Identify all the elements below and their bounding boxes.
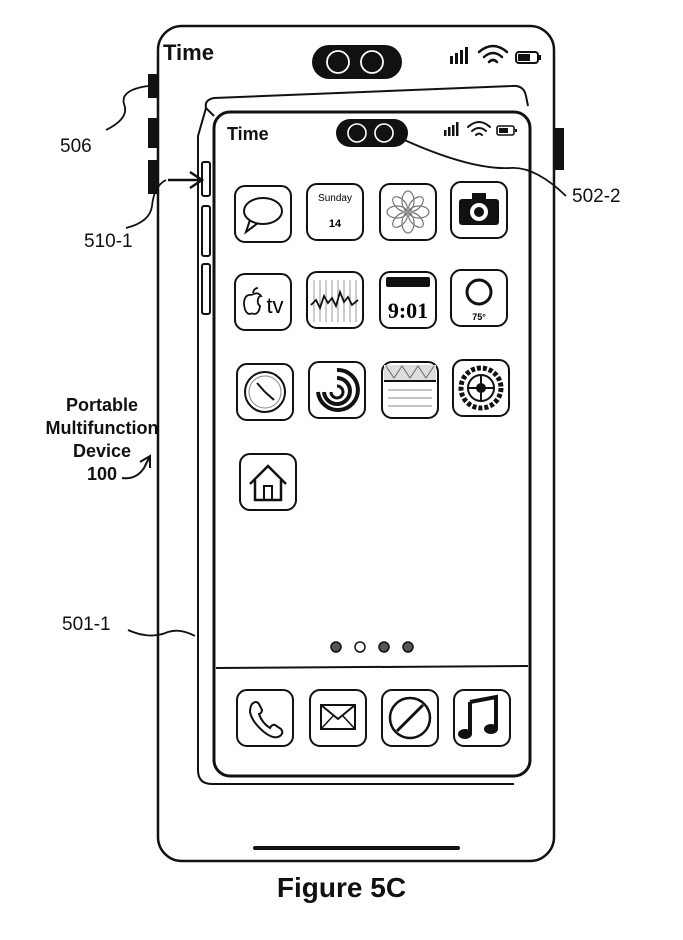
arrow-510-1 bbox=[168, 170, 205, 190]
stocks-icon[interactable] bbox=[306, 271, 364, 329]
outer-power-button bbox=[554, 128, 564, 170]
tv-label: tv bbox=[266, 293, 283, 318]
apple-tv-icon[interactable]: tv bbox=[234, 273, 292, 331]
camera-icon[interactable] bbox=[450, 181, 508, 239]
page-dot bbox=[402, 641, 414, 653]
ref-label-510-1: 510-1 bbox=[84, 231, 133, 252]
page-dot bbox=[330, 641, 342, 653]
music-icon[interactable] bbox=[453, 689, 511, 747]
calendar-date: 14 bbox=[329, 218, 342, 230]
device-label-line: Multifunction bbox=[45, 418, 159, 438]
leader-501-1 bbox=[127, 629, 196, 637]
outer-side-button bbox=[148, 160, 158, 194]
leader-502-2 bbox=[399, 137, 567, 197]
inner-screen bbox=[212, 110, 532, 778]
weather-text: 75° bbox=[472, 312, 486, 322]
ref-label-501-1: 501-1 bbox=[62, 614, 111, 635]
outer-wifi-icon bbox=[477, 44, 509, 64]
settings-icon[interactable] bbox=[452, 359, 510, 417]
calendar-icon[interactable]: Sunday 14 bbox=[306, 183, 364, 241]
dock-separator bbox=[215, 665, 529, 669]
device-label: Portable Multifunction Device 100 bbox=[38, 394, 166, 486]
home-icon[interactable] bbox=[239, 453, 297, 511]
ref-label-506: 506 bbox=[60, 136, 92, 157]
page-dot bbox=[354, 641, 366, 653]
inner-side-button bbox=[201, 205, 211, 257]
device-label-line: Device bbox=[72, 441, 132, 461]
weather-icon[interactable]: 75° bbox=[450, 269, 508, 327]
outer-signal-icon bbox=[450, 47, 468, 64]
messages-icon[interactable] bbox=[234, 185, 292, 243]
inner-battery-icon bbox=[496, 125, 517, 136]
activity-icon[interactable] bbox=[308, 361, 366, 419]
clock-icon[interactable] bbox=[236, 363, 294, 421]
notes-icon[interactable] bbox=[381, 361, 439, 419]
safari-icon[interactable] bbox=[381, 689, 439, 747]
outer-side-button bbox=[148, 118, 158, 148]
inner-status-time: Time bbox=[227, 124, 269, 144]
photos-icon[interactable] bbox=[379, 183, 437, 241]
outer-battery-icon bbox=[515, 51, 541, 64]
inner-device-edge bbox=[197, 84, 529, 785]
device-label-line: Portable bbox=[65, 395, 139, 415]
inner-side-button bbox=[201, 161, 211, 197]
leader-506 bbox=[105, 85, 149, 131]
outer-sensor-housing bbox=[312, 45, 402, 79]
inner-signal-icon bbox=[444, 122, 459, 136]
calendar-day: Sunday bbox=[318, 193, 352, 204]
leader-510-1 bbox=[125, 179, 167, 229]
clock-widget-text: 9:01 bbox=[388, 298, 428, 323]
outer-device-body bbox=[156, 24, 556, 863]
figure-caption: Figure 5C bbox=[276, 872, 407, 903]
phone-icon[interactable] bbox=[236, 689, 294, 747]
mail-icon[interactable] bbox=[309, 689, 367, 747]
inner-sensor-housing bbox=[336, 119, 408, 147]
outer-status-time: Time bbox=[163, 40, 214, 65]
ref-label-502-2: 502-2 bbox=[572, 186, 621, 207]
inner-side-button bbox=[201, 263, 211, 315]
outer-side-button bbox=[148, 74, 158, 98]
arrow-device-100 bbox=[121, 454, 151, 480]
page-indicator[interactable] bbox=[330, 641, 414, 653]
inner-wifi-icon bbox=[467, 121, 491, 136]
page-dot bbox=[378, 641, 390, 653]
clock-widget-icon[interactable]: 9:01 bbox=[379, 271, 437, 329]
device-label-line: 100 bbox=[86, 464, 118, 484]
